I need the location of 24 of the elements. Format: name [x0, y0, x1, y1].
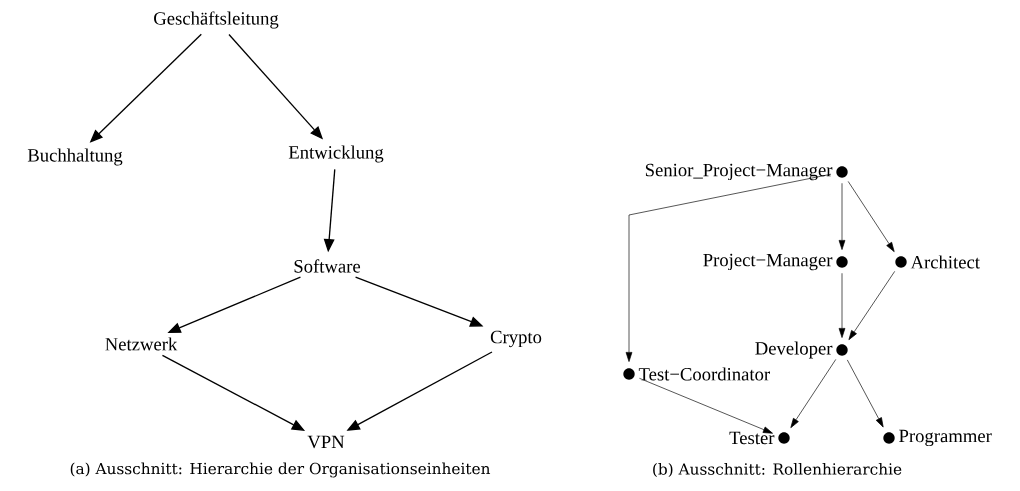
caption: (a) Ausschnitt: Hierarchie der Organisationseinheiten [70, 462, 491, 478]
unit-label: Buchhaltung [27, 148, 123, 166]
arrow [846, 359, 884, 428]
role-label: Test−Coordinator [638, 367, 770, 381]
unit-label: Crypto [490, 330, 542, 348]
unit-label: Entwicklung [288, 145, 384, 163]
role-label: Architect [910, 255, 980, 269]
unit-label: Geschäftsleitung [154, 11, 279, 29]
arrow [790, 359, 837, 428]
unit-label: VPN [307, 435, 345, 449]
arrow [848, 271, 896, 341]
arrow [639, 377, 773, 434]
unit-label: Netzwerk [105, 337, 178, 351]
role-label: Project−Manager [703, 253, 833, 271]
arrow [847, 181, 895, 252]
arrow [838, 182, 846, 250]
role-label: Developer [755, 341, 833, 359]
caption: (b) Ausschnitt: Rollenhierarchie [653, 462, 902, 477]
arrow [838, 272, 846, 338]
role-label: Programmer [899, 429, 992, 447]
unit-label: Software [294, 259, 361, 273]
role-label: Senior_Project−Manager [645, 163, 833, 181]
role-label: Tester [729, 431, 775, 445]
arrow [625, 173, 832, 362]
